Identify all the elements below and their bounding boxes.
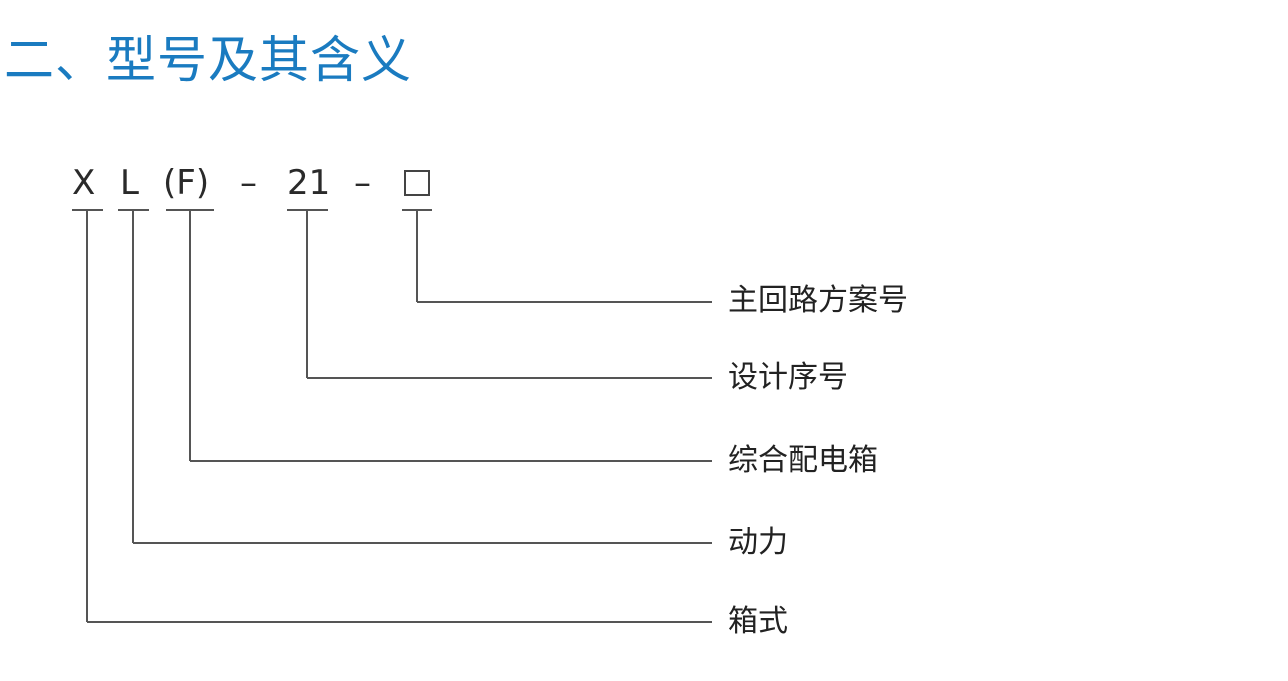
meaning-distribution-box: 综合配电箱	[728, 443, 878, 478]
meaning-design-serial: 设计序号	[728, 360, 848, 395]
code-part-l: L	[120, 163, 139, 203]
meaning-main-circuit-scheme: 主回路方案号	[728, 283, 908, 318]
meaning-power: 动力	[728, 525, 788, 560]
code-part-21: 21	[287, 163, 331, 203]
code-part-x: X	[72, 163, 96, 203]
code-part-dash-2: –	[354, 163, 371, 203]
meaning-box-type: 箱式	[728, 604, 788, 639]
code-part-f: (F)	[163, 163, 210, 203]
section-heading: 二、型号及其含义	[4, 31, 412, 89]
code-part-dash-1: –	[240, 163, 257, 203]
code-part-placeholder-box	[404, 170, 430, 196]
